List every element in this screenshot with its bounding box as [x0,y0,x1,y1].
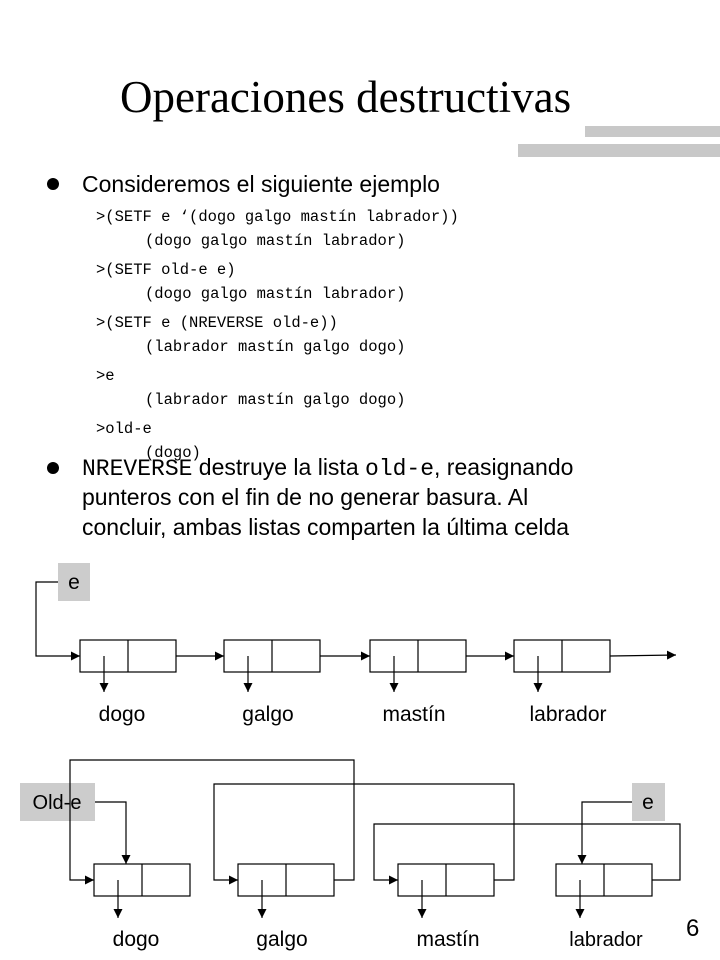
bullet-description-line1: NREVERSE destruye la lista old-e, reasig… [82,454,573,482]
code-command: >(SETF old-e e) [96,261,236,279]
item-label-labrador: labrador [569,929,643,951]
desc-text: , reasignando [434,454,574,480]
bullet-dot [47,178,59,190]
code-step: >(SETF old-e e) (dogo galgo mastín labra… [96,258,459,306]
item-label-galgo: galgo [242,703,293,726]
code-command: >(SETF e (NREVERSE old-e)) [96,314,338,332]
variable-label-e2: e [642,791,654,814]
slide-title: Operaciones destructivas [120,72,572,122]
code-result: (dogo galgo mastín labrador) [145,285,406,303]
variable-label-e: e [68,571,80,594]
desc-text: destruye la lista [192,454,366,480]
page-number: 6 [686,915,700,942]
code-step: >e (labrador mastín galgo dogo) [96,364,459,412]
code-result: (dogo galgo mastín labrador) [145,232,406,250]
bullet-description-line3: concluir, ambas listas comparten la últi… [82,514,570,540]
item-label-dogo: dogo [99,703,146,726]
inline-code-old-e: old-e [365,456,435,482]
item-label-mastin: mastín [382,703,445,726]
item-label-labrador: labrador [529,703,606,726]
item-label-mastin: mastín [416,928,479,951]
diagram-before: e dogo galgo mastín labrador [35,563,677,726]
code-command: >old-e [96,420,152,438]
inline-code-nreverse: NREVERSE [82,456,193,482]
variable-box-e2 [632,783,665,821]
code-command: >e [96,367,115,385]
code-result: (labrador mastín galgo dogo) [145,391,406,409]
cdr-labrador-to-mastin [373,823,681,885]
bullet-intro: Consideremos el siguiente ejemplo [82,171,440,197]
cdr-galgo-to-dogo [69,759,355,885]
code-command: >(SETF e ‘(dogo galgo mastín labrador)) [96,208,459,226]
variable-label-old-e: Old-e [33,792,82,814]
header-bar-bottom [518,144,720,157]
code-example: >(SETF e ‘(dogo galgo mastín labrador)) … [96,205,459,470]
cdr-mastin-to-galgo [213,783,515,885]
code-result: (dogo) [145,444,201,462]
code-result: (labrador mastín galgo dogo) [145,338,406,356]
diagram-after: Old-e e dogo galgo mastín labrador [20,759,681,951]
pointer-old-e-to-dogo [95,801,131,864]
header-bar-top [585,126,720,137]
variable-box-e [58,563,90,601]
item-label-galgo: galgo [256,928,307,951]
bullet-description-line2: punteros con el fin de no generar basura… [82,484,529,510]
cdr-arrow-nil [609,650,677,660]
variable-box-old-e [20,783,95,821]
pointer-e-to-labrador [577,801,632,864]
code-step: >(SETF e (NREVERSE old-e)) (labrador mas… [96,311,459,359]
code-step: >old-e (dogo) [96,417,459,465]
item-label-dogo: dogo [113,928,160,951]
code-step: >(SETF e ‘(dogo galgo mastín labrador)) … [96,205,459,253]
pointer-e-to-dogo [35,581,80,661]
bullet-dot [47,462,59,474]
